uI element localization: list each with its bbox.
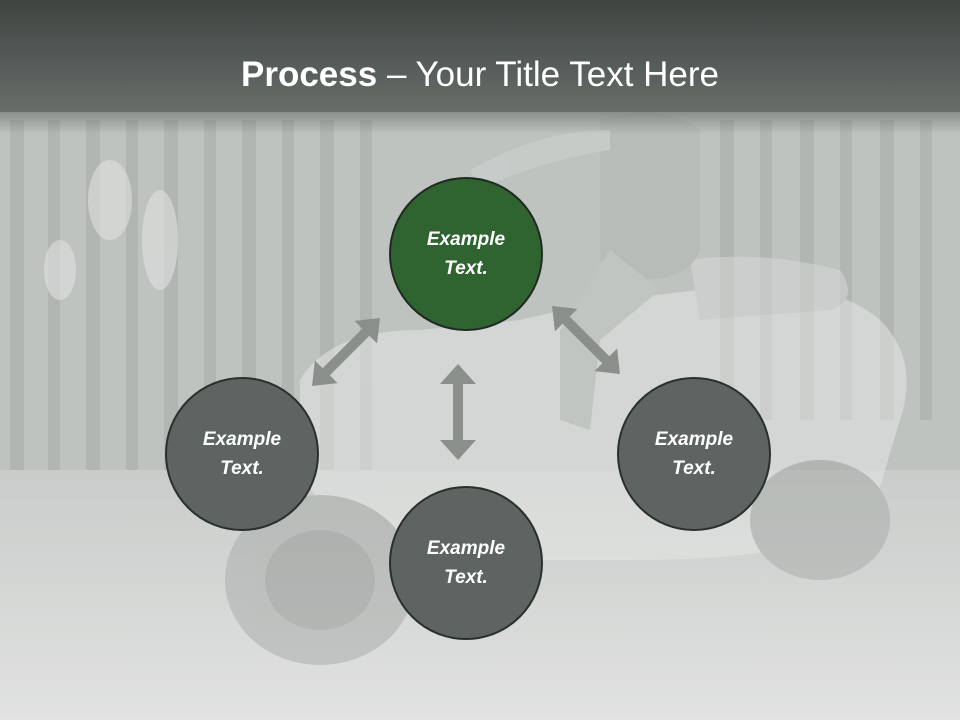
arrow-top-right [552,306,620,374]
node-bottom: Example Text. [389,486,543,640]
slide-title: Process – Your Title Text Here [0,52,960,98]
node-left-label: Example Text. [202,429,282,479]
node-right: Example Text. [617,377,771,531]
node-right-label: Example Text. [654,429,734,479]
title-rest: – Your Title Text Here [377,55,719,94]
arrow-vertical [440,364,476,460]
node-left: Example Text. [165,377,319,531]
title-bar-fade [0,112,960,134]
node-bottom-label: Example Text. [426,538,506,588]
arrow-top-left [312,318,380,386]
title-bar [0,0,960,112]
title-bold: Process [241,55,378,94]
node-top: Example Text. [389,177,543,331]
node-top-label: Example Text. [426,229,506,279]
